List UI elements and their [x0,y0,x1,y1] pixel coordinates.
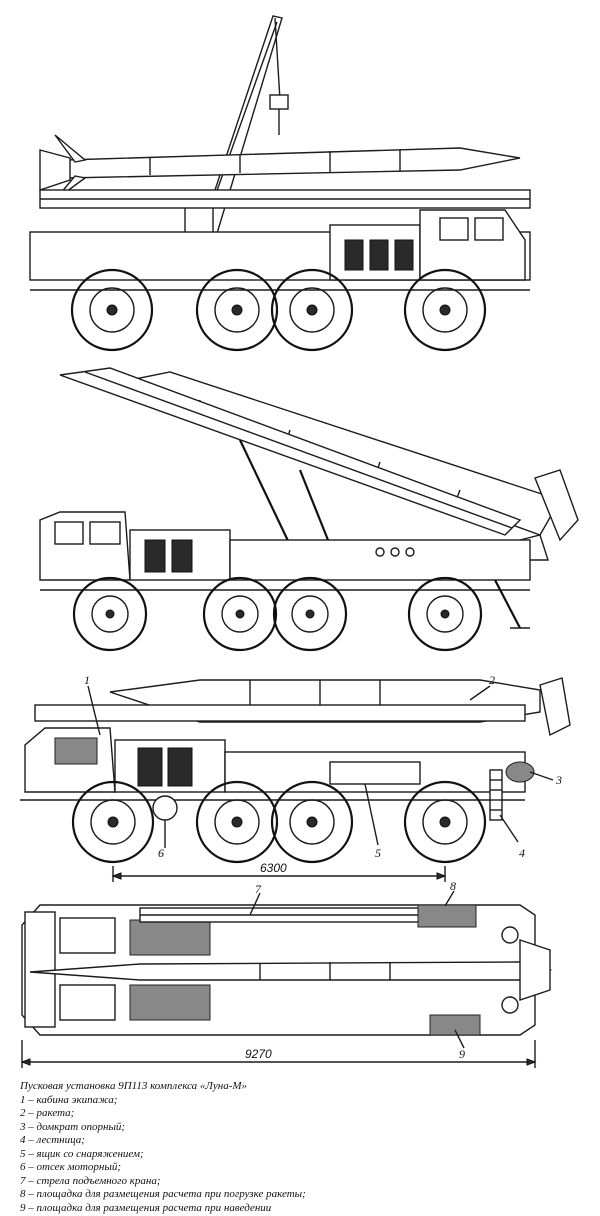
support-jack [505,761,535,783]
launch-rail-side [34,704,526,722]
wheels-view2 [72,576,483,652]
legend-item-9: 9 – площадка для размещения расчета при … [20,1201,272,1214]
missile-top-view1 [39,134,521,201]
callout-3: 3 [555,773,562,787]
chassis-view2 [39,511,531,629]
view-top: 7 8 9 9270 [20,879,553,1068]
wheels-view1 [70,268,487,352]
legend-item-3: 3 – домкрат опорный; [20,1120,126,1133]
launch-rail-raised [59,367,522,536]
legend-item-2: 2 – ракета; [20,1107,75,1119]
legend-item-7: 7 – стрела подъемного крана; [20,1174,161,1187]
wheels-side [71,780,487,864]
dimension-length: 9270 [20,1040,537,1068]
caption-title: Пусковая установка 9П113 комплекса «Луна… [20,1080,248,1092]
ladder [489,769,503,821]
dimension-9270-label: 9270 [245,1047,272,1061]
chassis-side [20,727,535,821]
view-side-labeled: 1 2 3 4 5 6 6300 [20,673,571,882]
engine-compartment [152,795,178,821]
legend-item-1: 1 – кабина экипажа; [20,1093,118,1106]
missile-top [29,939,553,1001]
view-crane-loading [29,15,531,352]
crane-boom [184,15,289,256]
callout-1: 1 [84,673,90,687]
callout-4: 4 [519,846,525,860]
callout-9: 9 [459,1047,465,1061]
callout-5: 5 [375,846,381,860]
callout-2: 2 [489,673,495,687]
legend-item-6: 6 – отсек моторный; [20,1161,121,1173]
legend-item-5: 5 – ящик со снаряжением; [20,1147,144,1160]
legend-item-8: 8 – площадка для размещения расчета при … [20,1188,306,1200]
aiming-platform [429,1014,481,1036]
callout-6: 6 [158,846,164,860]
callout-8: 8 [450,879,456,893]
legend-item-4: 4 – лестница; [20,1134,85,1146]
equipment-box [329,761,421,785]
caption-legend: Пусковая установка 9П113 комплекса «Луна… [20,1080,580,1215]
dimension-6300-label: 6300 [260,861,287,875]
dimension-wheelbase: 6300 [111,861,447,882]
view-missile-raised [39,367,579,652]
loading-platform [417,904,477,928]
callout-7: 7 [255,882,262,896]
chassis-view1 [29,209,531,291]
